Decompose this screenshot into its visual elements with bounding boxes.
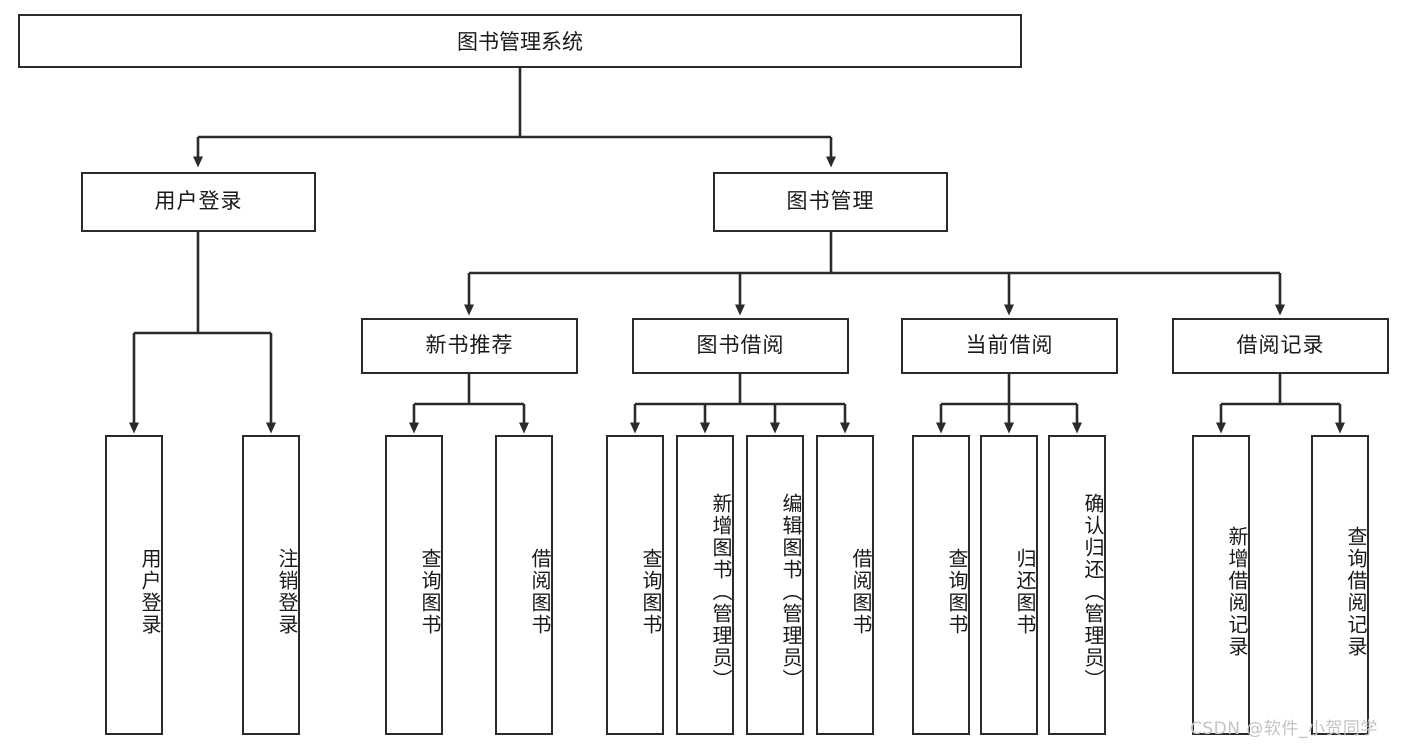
leaf-add-book-admin-label: 新增图书（管理员） [709, 493, 733, 691]
node-root-label: 图书管理系统 [457, 30, 583, 54]
node-book-management-label: 图书管理 [786, 189, 875, 214]
leaf-query-book-borrow[interactable]: 查询图书 [606, 435, 664, 735]
leaf-confirm-return-admin-label: 确认归还（管理员） [1081, 493, 1105, 691]
node-user-login-label: 用户登录 [154, 189, 243, 214]
leaf-query-book-recommend-label: 查询图书 [418, 548, 442, 636]
node-new-book-recommend-label: 新书推荐 [425, 333, 514, 358]
node-current-borrow-label: 当前借阅 [965, 333, 1054, 358]
node-book-management[interactable]: 图书管理 [713, 172, 948, 232]
leaf-logout-label: 注销登录 [275, 548, 299, 636]
leaf-logout[interactable]: 注销登录 [242, 435, 300, 735]
leaf-query-book-recommend[interactable]: 查询图书 [385, 435, 443, 735]
node-root[interactable]: 图书管理系统 [18, 14, 1022, 68]
leaf-edit-book-admin-label: 编辑图书（管理员） [779, 493, 803, 691]
leaf-query-book-current[interactable]: 查询图书 [912, 435, 970, 735]
watermark: CSDN @软件_小贺同学 [1190, 719, 1378, 739]
leaf-borrow-book-label: 借阅图书 [849, 548, 873, 636]
node-user-login[interactable]: 用户登录 [81, 172, 316, 232]
leaf-confirm-return-admin[interactable]: 确认归还（管理员） [1048, 435, 1106, 735]
leaf-add-book-admin[interactable]: 新增图书（管理员） [676, 435, 734, 735]
leaf-query-borrow-record-label: 查询借阅记录 [1344, 526, 1368, 658]
leaf-borrow-book-recommend-label: 借阅图书 [528, 548, 552, 636]
leaf-borrow-book-recommend[interactable]: 借阅图书 [495, 435, 553, 735]
leaf-borrow-book[interactable]: 借阅图书 [816, 435, 874, 735]
leaf-user-login-label: 用户登录 [138, 548, 162, 636]
node-book-borrow-label: 图书借阅 [696, 333, 785, 358]
leaf-query-book-borrow-label: 查询图书 [639, 548, 663, 636]
leaf-return-book[interactable]: 归还图书 [980, 435, 1038, 735]
leaf-add-borrow-record-label: 新增借阅记录 [1225, 526, 1249, 658]
leaf-add-borrow-record[interactable]: 新增借阅记录 [1192, 435, 1250, 735]
leaf-query-borrow-record[interactable]: 查询借阅记录 [1311, 435, 1369, 735]
leaf-return-book-label: 归还图书 [1013, 548, 1037, 636]
node-borrow-record[interactable]: 借阅记录 [1172, 318, 1389, 374]
leaf-user-login[interactable]: 用户登录 [105, 435, 163, 735]
leaf-query-book-current-label: 查询图书 [945, 548, 969, 636]
node-borrow-record-label: 借阅记录 [1236, 333, 1325, 358]
node-book-borrow[interactable]: 图书借阅 [632, 318, 849, 374]
node-new-book-recommend[interactable]: 新书推荐 [361, 318, 578, 374]
leaf-edit-book-admin[interactable]: 编辑图书（管理员） [746, 435, 804, 735]
node-current-borrow[interactable]: 当前借阅 [901, 318, 1118, 374]
